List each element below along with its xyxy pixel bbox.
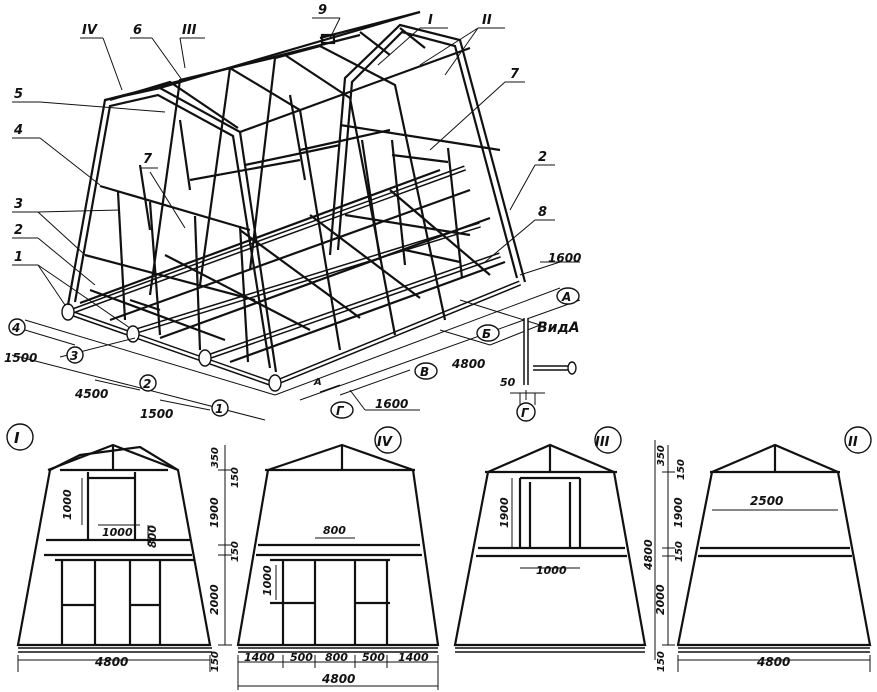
axis-A: A xyxy=(561,290,571,304)
elevation-i-dim-1000: 1000 xyxy=(102,526,133,539)
front-frame-iv xyxy=(66,80,278,373)
elevation-ii: II 2500 4800 xyxy=(676,426,872,672)
view-a-detail xyxy=(510,318,577,405)
elevation-iii-vdim-4800: 4800 xyxy=(642,539,655,571)
callout-4: 4 xyxy=(13,123,23,138)
callout-7-right: 7 xyxy=(510,67,520,82)
callout-7-left: 7 xyxy=(143,152,153,167)
elevation-iii-vdim-150-mid: 150 xyxy=(674,541,685,562)
elevation-ii-label: II xyxy=(848,435,858,450)
floor-members xyxy=(79,168,506,364)
callout-III: III xyxy=(182,23,197,38)
callout-6: 6 xyxy=(133,23,142,38)
elevation-iv-dim-4800: 4800 xyxy=(321,672,355,686)
dim-1600-bottom: 1600 xyxy=(375,397,408,411)
axis-A-small: A xyxy=(313,377,322,388)
view-a-dim-50: 50 xyxy=(500,376,516,389)
elevation-iv-dim-1400-right: 1400 xyxy=(398,651,429,664)
dim-4800: 4800 xyxy=(451,357,485,371)
elevation-iv-vdim-150-bottom: 150 xyxy=(210,651,221,672)
axis-2: 2 xyxy=(143,377,151,391)
elevation-ii-dim-4800: 4800 xyxy=(756,655,790,669)
callout-2-right: 2 xyxy=(538,150,547,165)
dim-4500: 4500 xyxy=(74,387,108,401)
elevation-iii-label: III xyxy=(595,435,610,450)
elevation-iii-vdim-150: 150 xyxy=(676,459,687,480)
dim-1500-left: 1500 xyxy=(4,351,37,365)
axis-4: 4 xyxy=(11,321,20,335)
elevation-iii-vdim-1900: 1900 xyxy=(672,497,685,528)
axis-B-cyr: Б xyxy=(482,327,491,341)
elevation-iii-vdim-2000: 2000 xyxy=(654,584,667,615)
elevation-i-label: I xyxy=(14,429,20,447)
elevation-i-dim-800: 800 xyxy=(146,525,159,548)
elevation-iv-dim-500-right: 500 xyxy=(362,651,385,664)
elevation-iv-dim-800-top: 800 xyxy=(323,524,346,537)
elevation-iii: III 1900 1000 350 150 4800 1900 150 2000… xyxy=(453,426,687,672)
elevation-iv-label: IV xyxy=(377,435,393,450)
isometric-view: 9 I II IV 6 III 7 5 4 7 2 3 2 8 1 4 3 2 … xyxy=(4,3,581,422)
elevation-iv: IV 800 1000 1400 500 800 500 xyxy=(208,426,440,690)
elevation-i: I 1000 1000 800 4800 xyxy=(6,423,212,672)
elevation-ii-dim-2500: 2500 xyxy=(750,494,783,508)
elevation-iv-dim-1000: 1000 xyxy=(261,565,274,596)
axis-markers xyxy=(8,287,580,422)
axis-1: 1 xyxy=(215,402,223,416)
elevation-i-dim-4800: 4800 xyxy=(94,655,128,669)
callout-8: 8 xyxy=(538,205,547,220)
rear-frame xyxy=(328,23,527,283)
ridge-members xyxy=(104,10,471,134)
elevation-iv-vdim-350: 350 xyxy=(210,447,221,468)
elevation-iii-vdim-350: 350 xyxy=(656,445,667,466)
elevation-iii-dim-1000: 1000 xyxy=(536,564,567,577)
callout-I: I xyxy=(428,13,433,28)
axis-G: Г xyxy=(336,404,345,418)
elevation-iv-vdim-150-mid: 150 xyxy=(230,541,241,562)
elevation-iv-vdim-150-top: 150 xyxy=(230,467,241,488)
callout-3: 3 xyxy=(14,197,23,212)
elevation-i-dim-1000-vert: 1000 xyxy=(61,489,74,520)
elevation-iii-dim-1900: 1900 xyxy=(498,497,511,528)
elevation-iv-vdim-1900: 1900 xyxy=(208,497,221,528)
callout-2-left: 2 xyxy=(14,223,23,238)
view-a-label: ВидА xyxy=(537,320,580,336)
callout-5: 5 xyxy=(14,87,23,102)
axis-3: 3 xyxy=(70,349,78,363)
view-a-axis-g: Г xyxy=(521,406,530,420)
elevation-iii-vdim-150-bottom: 150 xyxy=(656,651,667,672)
elevation-iv-dim-800: 800 xyxy=(325,651,348,664)
callout-IV: IV xyxy=(82,23,98,38)
elevation-iv-vdim-2000: 2000 xyxy=(208,584,221,615)
elevation-iv-dim-1400-left: 1400 xyxy=(244,651,275,664)
axis-V: В xyxy=(420,365,429,379)
dim-1500-bottom: 1500 xyxy=(140,407,173,421)
callout-1: 1 xyxy=(14,250,23,265)
elevation-iv-dim-500-left: 500 xyxy=(290,651,313,664)
dim-1600-top: 1600 xyxy=(548,251,581,265)
callout-II: II xyxy=(482,13,492,28)
callout-9: 9 xyxy=(318,3,327,18)
callout-leaders xyxy=(12,17,555,329)
